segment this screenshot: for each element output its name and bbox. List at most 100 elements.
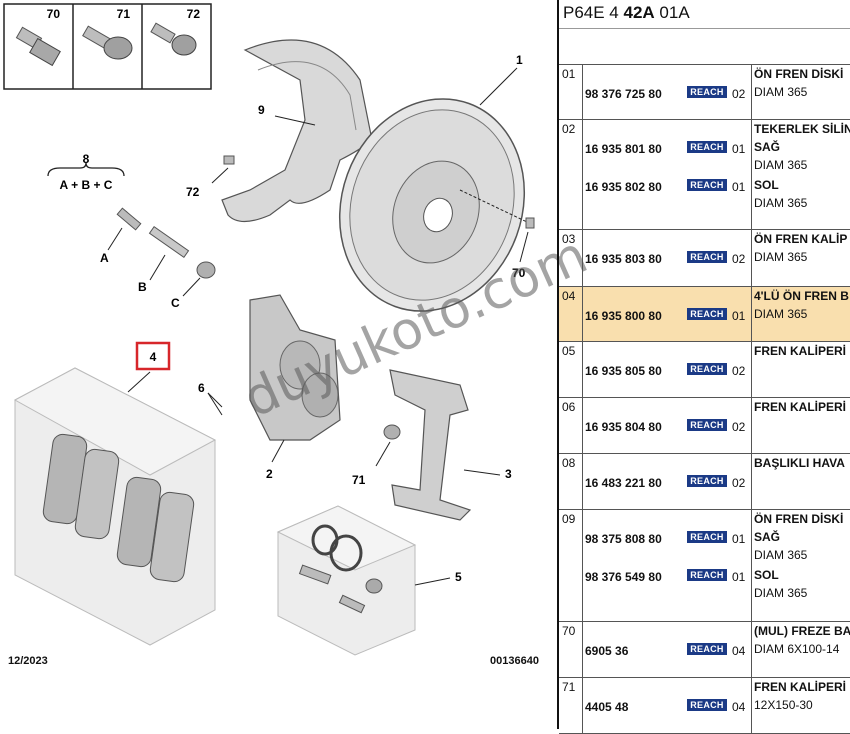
fastener-boxes [3,3,212,90]
page-title: P64E 4 42A 01A [563,3,690,22]
part-reference[interactable]: 16 935 801 80 [585,142,662,156]
part-reference[interactable]: 4405 48 [585,700,629,714]
part-quantity: 01 [732,142,746,156]
reach-badge: REACH [687,251,727,263]
part-note: SOL [754,568,779,582]
reach-badge: REACH [687,569,727,581]
row-index: 01 [562,67,576,81]
part-reference[interactable]: 6905 36 [585,644,629,658]
part-note: DIAM 365 [754,196,808,210]
part-description: FREN KALİPERİ [754,680,847,694]
table-row[interactable]: 09 98 375 808 80 REACH 01 98 376 549 80 REACH… [559,510,850,622]
callout-6: 8 [83,152,90,166]
fastener-label-71: 71 [117,7,131,21]
dust-shield-drawing [221,39,373,223]
reach-badge: REACH [687,643,727,655]
callout-9: 9 [258,103,265,117]
letter-c: C [171,296,180,310]
callout-4: 4 [150,350,157,364]
row-index: 04 [562,289,576,303]
part-quantity: 02 [732,420,746,434]
fastener-label-70: 70 [47,7,61,21]
reach-badge: REACH [687,419,727,431]
part-reference[interactable]: 16 935 805 80 [585,364,662,378]
table-row[interactable]: 02 16 935 801 80 REACH 01 16 935 802 80 REACH… [559,120,850,230]
part-note: 12X150-30 [754,698,813,712]
callout-8: 6 [198,381,205,395]
bolt-71-icon [82,25,133,60]
callout-72: 72 [186,185,200,199]
diagram-code: 00136640 [490,655,539,667]
row-index: 06 [562,400,576,414]
part-note: DIAM 365 [754,548,808,562]
bolt-72-icon [150,22,197,56]
table-row[interactable]: 03 16 935 803 80 REACH 02 ÖN FREN KALİP DIAM … [559,230,850,287]
reach-badge: REACH [687,699,727,711]
part-reference[interactable]: 98 376 549 80 [585,570,662,584]
callout-5: 5 [455,570,462,584]
part-quantity: 01 [732,180,746,194]
callout-71: 71 [352,473,366,487]
part-description: ÖN FREN DİSKİ [754,67,844,81]
part-description: ÖN FREN KALİP [754,232,848,246]
part-description: 4'LÜ ÖN FREN B [754,289,849,303]
callout-1: 1 [516,53,523,67]
part-note: DIAM 365 [754,85,808,99]
part-note: SAĞ [754,530,781,544]
part-description: (MUL) FREZE BA [754,624,850,638]
caliper-drawing [249,294,341,441]
reach-badge: REACH [687,363,727,375]
callout-2: 2 [266,467,273,481]
part-quantity: 04 [732,644,746,658]
bolt-70-icon [15,26,61,67]
part-quantity: 01 [732,309,746,323]
row-index: 02 [562,122,576,136]
row-index: 03 [562,232,576,246]
reach-badge: REACH [687,86,727,98]
part-note: DIAM 365 [754,586,808,600]
letter-a: A [100,251,109,265]
part-quantity: 04 [732,700,746,714]
part-quantity: 01 [732,570,746,584]
exploded-diagram: 70 71 72 8 A + B + C A B C 9 72 1 70 [3,3,539,667]
part-note: SAĞ [754,140,781,154]
part-note: DIAM 365 [754,158,808,172]
part-description: BAŞLIKLI HAVA [754,456,845,470]
part-quantity: 02 [732,364,746,378]
part-reference[interactable]: 16 935 803 80 [585,252,662,266]
reach-badge: REACH [687,531,727,543]
fastener-label-72: 72 [187,7,201,21]
part-description: FREN KALİPERİ [754,344,847,358]
part-quantity: 02 [732,252,746,266]
part-reference[interactable]: 98 376 725 80 [585,87,662,101]
part-reference[interactable]: 16 935 800 80 [585,309,662,323]
reach-badge: REACH [687,475,727,487]
part-note: DIAM 365 [754,250,808,264]
carrier-bracket-drawing [389,369,472,521]
reach-badge: REACH [687,179,727,191]
part-reference[interactable]: 98 375 808 80 [585,532,662,546]
reach-badge: REACH [687,141,727,153]
part-note: DIAM 6X100-14 [754,642,840,656]
brake-disc-drawing [338,98,526,312]
row-index: 09 [562,512,576,526]
diagram-date: 12/2023 [8,655,48,667]
part-description: TEKERLEK SİLİN [754,122,850,136]
row-index: 08 [562,456,576,470]
part-reference[interactable]: 16 483 221 80 [585,476,662,490]
part-reference[interactable]: 16 935 804 80 [585,420,662,434]
part-reference[interactable]: 16 935 802 80 [585,180,662,194]
part-note: DIAM 365 [754,307,808,321]
part-note: SOL [754,178,779,192]
guide-pin-parts [107,207,216,297]
part-description: ÖN FREN DİSKİ [754,512,844,526]
highlight-box-4 [135,341,171,371]
parts-list-panel: P64E 4 42A 01A 01 98 376 725 80 REACH 02 ÖN … [557,0,850,734]
